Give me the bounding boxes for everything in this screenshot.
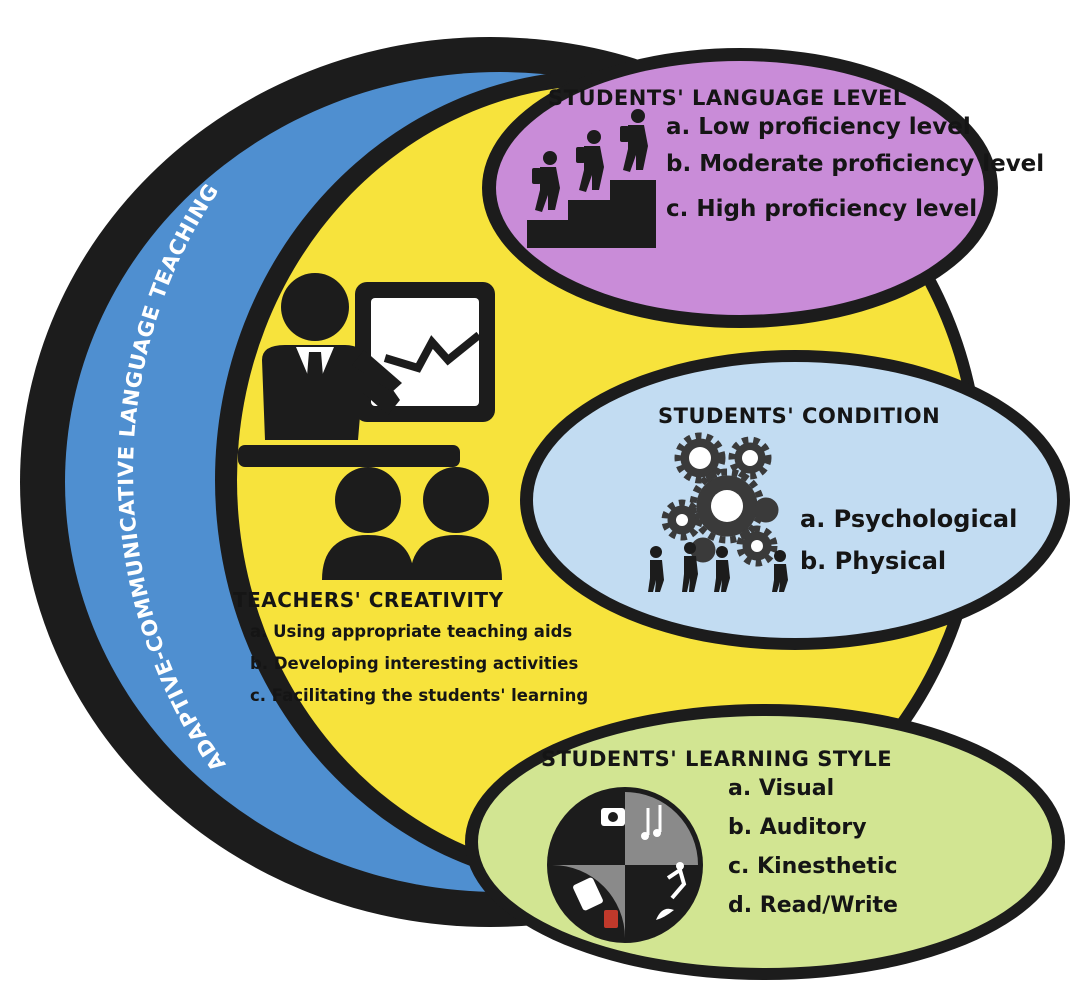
creativity-item-teaching-aids: a. Using appropriate teaching aids xyxy=(250,622,573,641)
students-climbing-stairs-icon xyxy=(527,109,656,248)
condition-item-psychological: a. Psychological xyxy=(800,505,1018,533)
learning-style-quadrant-icon xyxy=(547,787,703,943)
creativity-item-activities: b. Developing interesting activities xyxy=(250,654,579,673)
learning-style-item-read-write: d. Read/Write xyxy=(728,893,898,918)
learning-style-item-auditory: b. Auditory xyxy=(728,815,867,840)
teacher-presenting-to-students-icon xyxy=(238,273,502,580)
language-level-item-high: c. High proficiency level xyxy=(666,196,978,222)
people-lifting-gears-icon xyxy=(648,432,788,592)
condition-heading: STUDENTS' CONDITION xyxy=(658,404,941,428)
language-level-heading: STUDENTS' LANGUAGE LEVEL xyxy=(548,86,907,110)
language-level-item-low: a. Low proficiency level xyxy=(666,114,971,140)
condition-bubble xyxy=(533,362,1057,638)
creativity-heading: TEACHERS' CREATIVITY xyxy=(233,588,504,612)
condition-item-physical: b. Physical xyxy=(800,547,947,575)
language-level-item-moderate: b. Moderate proficiency level xyxy=(666,151,1045,177)
learning-style-item-kinesthetic: c. Kinesthetic xyxy=(728,854,898,879)
learning-style-item-visual: a. Visual xyxy=(728,776,835,801)
language-level-bubble xyxy=(496,61,984,315)
creativity-item-facilitating: c. Facilitating the students' learning xyxy=(250,686,589,705)
learning-style-heading: STUDENTS' LEARNING STYLE xyxy=(541,747,893,771)
